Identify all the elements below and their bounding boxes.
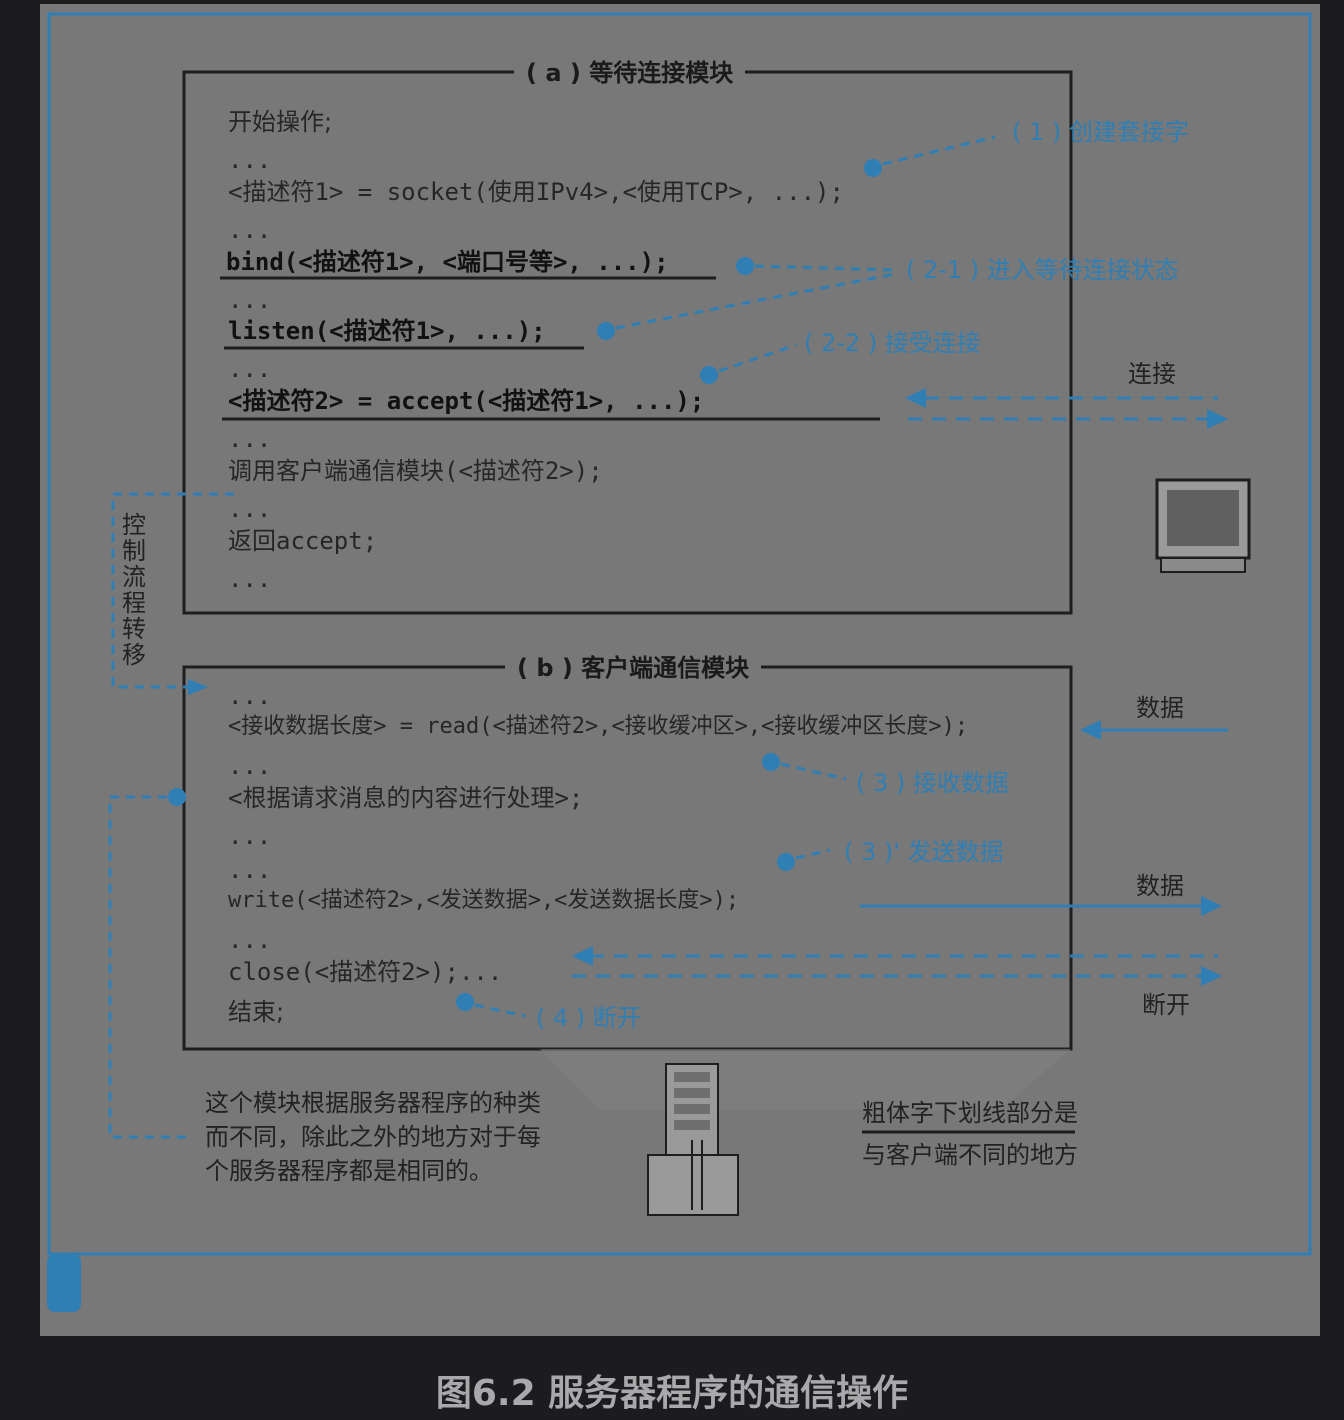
server-tower-icon (540, 1049, 1071, 1216)
code-line: ... (228, 216, 272, 244)
code-line: ... (228, 425, 272, 453)
note-right-line: 与客户端不同的地方 (862, 1141, 1078, 1169)
note-right-line: 粗体字下划线部分是 (862, 1099, 1078, 1127)
box-b-title: ( b ) 客户端通信模块 (505, 656, 762, 680)
code-line: ... (228, 926, 272, 954)
frame-tab (47, 1254, 81, 1312)
arrowheads (572, 388, 1228, 986)
outer-frame (47, 12, 1312, 1256)
code-line: ... (228, 856, 272, 884)
control-flow-label: 控制流程转移 (122, 511, 146, 669)
box-a-title: ( a ) 等待连接模块 (514, 61, 746, 85)
annotation-leaders (474, 135, 996, 1018)
code-line: ... (228, 355, 272, 383)
note-left-line: 而不同，除此之外的地方对于每 (205, 1123, 541, 1151)
control-flow-path (108, 492, 234, 1139)
code-line-listen: listen(<描述符1>, ...); (228, 317, 546, 345)
annotation-send: ( 3 )' 发送数据 (844, 838, 1004, 866)
code-line: ... (228, 682, 272, 710)
annotation-create-socket: ( 1 ) 创建套接字 (1012, 118, 1189, 146)
code-line: ... (228, 822, 272, 850)
disconnect-label: 断开 (1142, 991, 1190, 1019)
data-out-label: 数据 (1136, 872, 1184, 900)
annotation-wait-state: ( 2-1 ) 进入等待连接状态 (906, 256, 1179, 284)
code-line: 返回accept; (228, 527, 378, 555)
figure-caption: 图6.2 服务器程序的通信操作 (435, 1373, 909, 1414)
code-line-close: close(<描述符2>);... (228, 958, 503, 986)
code-line: <根据请求消息的内容进行处理>; (228, 784, 584, 812)
code-line-accept: <描述符2> = accept(<描述符1>, ...); (228, 387, 705, 415)
code-line: 开始操作; (228, 108, 333, 136)
annotation-dots (168, 159, 882, 1011)
annotation-accept: ( 2-2 ) 接受连接 (804, 329, 981, 357)
code-line: ... (228, 146, 272, 174)
code-line: ... (228, 565, 272, 593)
connect-arrows (572, 396, 1218, 978)
code-line-bind: bind(<描述符1>, <端口号等>, ...); (226, 248, 669, 276)
code-line-write: write(<描述符2>,<发送数据>,<发送数据长度>); (228, 888, 740, 913)
client-computer-icon (1155, 478, 1251, 573)
control-flow-arrowhead (188, 679, 208, 695)
code-line: <描述符1> = socket(使用IPv4>,<使用TCP>, ...); (228, 178, 844, 206)
annotation-receive: ( 3 ) 接收数据 (856, 769, 1009, 797)
connect-label: 连接 (1128, 360, 1176, 388)
code-line: ... (228, 752, 272, 780)
code-line-end: 结束; (228, 998, 285, 1026)
code-line: ... (228, 286, 272, 314)
annotation-disconnect: ( 4 ) 断开 (536, 1004, 641, 1032)
note-left-line: 个服务器程序都是相同的。 (205, 1157, 493, 1185)
code-line: 调用客户端通信模块(<描述符2>); (228, 457, 603, 485)
note-left-line: 这个模块根据服务器程序的种类 (205, 1089, 541, 1117)
code-line-read: <接收数据长度> = read(<描述符2>,<接收缓冲区>,<接收缓冲区长度>… (228, 714, 969, 739)
data-in-label: 数据 (1136, 694, 1184, 722)
code-line: ... (228, 495, 272, 523)
